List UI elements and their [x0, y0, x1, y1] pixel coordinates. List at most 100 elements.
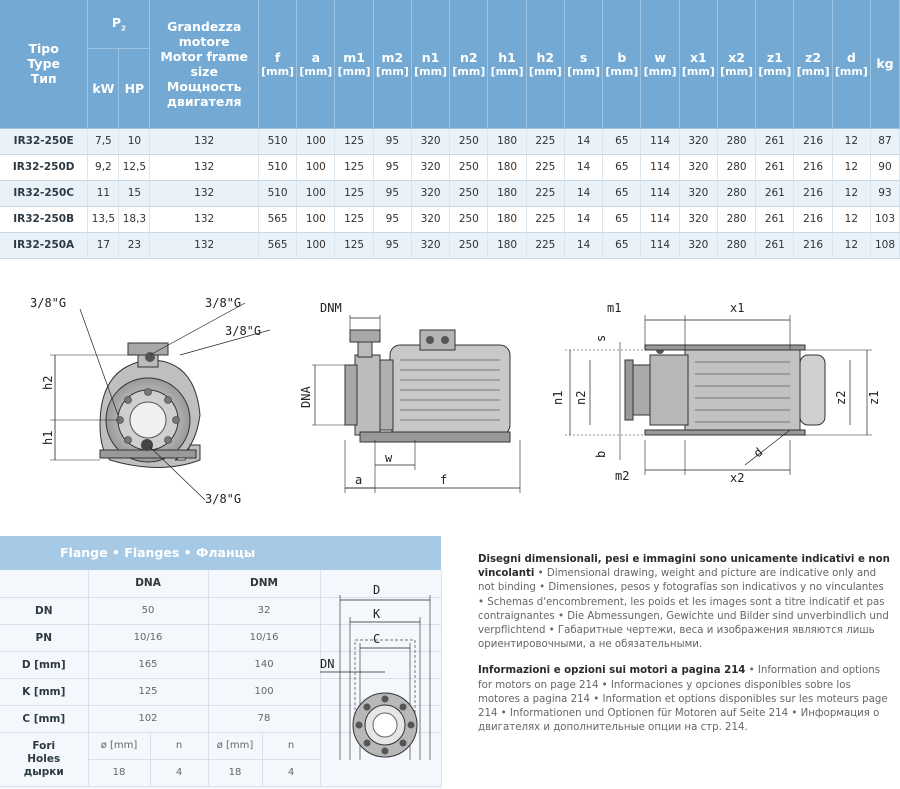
- front-f-label: f: [440, 473, 447, 487]
- cell-z1: 261: [755, 180, 795, 207]
- flange-dna-value: 50: [88, 597, 209, 625]
- dim-a: a: [311, 49, 321, 65]
- cell-w: 114: [640, 232, 680, 259]
- cell-n1: 320: [411, 128, 451, 155]
- cell-f: 565: [258, 206, 298, 233]
- col-header-z1: z1[mm]: [755, 0, 795, 129]
- unit-label: [mm]: [299, 64, 333, 78]
- cell-frame: 132: [149, 154, 259, 181]
- top-d-label: d: [751, 445, 766, 460]
- dim-m1: m1: [343, 49, 365, 65]
- flange-dna-value: 165: [88, 651, 209, 679]
- cell-x1: 320: [679, 232, 718, 259]
- holes-label-it: Fori: [32, 739, 56, 752]
- unit-label: [mm]: [681, 64, 715, 78]
- dim-f: f: [274, 49, 281, 65]
- holes-label-en: Holes: [27, 752, 61, 765]
- cell-kw: 13,5: [87, 206, 120, 233]
- cell-x2: 280: [717, 128, 757, 155]
- cell-f: 510: [258, 128, 298, 155]
- cell-a: 100: [296, 180, 336, 207]
- cell-s: 14: [564, 206, 604, 233]
- cell-h1: 180: [487, 180, 527, 207]
- frame-label-5: Мощность: [166, 78, 242, 94]
- cell-m2: 95: [373, 180, 412, 207]
- cell-frame: 132: [149, 232, 259, 259]
- motor-info-bold: Informazioni e opzioni sui motori a pagi…: [478, 665, 746, 677]
- col-header-m2: m2[mm]: [373, 0, 412, 129]
- cell-h2: 225: [526, 154, 565, 181]
- top-z2-label: z2: [834, 391, 848, 405]
- flange-k-label: K: [373, 607, 381, 621]
- cell-z2: 216: [793, 128, 833, 155]
- cell-z1: 261: [755, 232, 795, 259]
- cell-kw: 7,5: [87, 128, 120, 155]
- cell-hp: 12,5: [118, 154, 151, 181]
- cell-hp: 10: [118, 128, 151, 155]
- cell-b: 65: [602, 232, 642, 259]
- col-header-b: b[mm]: [602, 0, 642, 129]
- dim-n1: n1: [421, 49, 440, 65]
- cell-w: 114: [640, 128, 680, 155]
- flange-row-label: DN: [0, 597, 89, 625]
- cell-x1: 320: [679, 206, 718, 233]
- cell-n1: 320: [411, 232, 451, 259]
- flange-dna-value: 10/16: [88, 624, 209, 652]
- cell-kw: 11: [87, 180, 120, 207]
- holes-dna-dia: 18: [88, 759, 151, 787]
- cell-s: 14: [564, 154, 604, 181]
- flange-dnm-value: 32: [208, 597, 321, 625]
- disclaimer-text: • Dimensional drawing, weight and pictur…: [478, 568, 889, 651]
- col-header-x1: x1[mm]: [679, 0, 718, 129]
- dim-m2: m2: [381, 49, 404, 65]
- flange-dnm-value: 10/16: [208, 624, 321, 652]
- cell-b: 65: [602, 180, 642, 207]
- flange-d-label: D: [373, 583, 380, 597]
- cell-d: 12: [832, 206, 871, 233]
- cell-z2: 216: [793, 232, 833, 259]
- unit-label: [mm]: [643, 64, 677, 78]
- side-g-bottom: 3/8"G: [205, 492, 241, 506]
- type-label-en: Type: [27, 56, 60, 72]
- side-h1-label: h1: [41, 431, 55, 445]
- dim-z1: z1: [766, 49, 783, 65]
- cell-h1: 180: [487, 154, 527, 181]
- dim-x2: x2: [728, 49, 745, 65]
- model-cell: IR32-250B: [0, 206, 89, 233]
- cell-hp: 15: [118, 180, 151, 207]
- p2-label: P: [111, 14, 122, 30]
- unit-label: [mm]: [337, 64, 371, 78]
- cell-n1: 320: [411, 180, 451, 207]
- cell-f: 565: [258, 232, 298, 259]
- cell-kg: 87: [870, 128, 900, 155]
- dim-h2: h2: [536, 49, 555, 65]
- holes-dna-dia-header: ø [mm]: [88, 732, 151, 760]
- flange-c-label: C: [373, 632, 380, 646]
- holes-dna-n-header: n: [150, 732, 209, 760]
- cell-d: 12: [832, 128, 871, 155]
- motor-info-text: • Information and options for motors on …: [478, 665, 888, 734]
- cell-w: 114: [640, 206, 680, 233]
- dim-b: b: [617, 49, 627, 65]
- flange-col-dnm: DNM: [208, 570, 321, 598]
- cell-z1: 261: [755, 128, 795, 155]
- top-n2-label: n2: [574, 391, 588, 405]
- cell-w: 114: [640, 154, 680, 181]
- cell-h1: 180: [487, 232, 527, 259]
- side-g-top-left: 3/8"G: [30, 296, 66, 310]
- holes-dnm-dia: 18: [208, 759, 263, 787]
- cell-b: 65: [602, 206, 642, 233]
- cell-h2: 225: [526, 232, 565, 259]
- cell-hp: 18,3: [118, 206, 151, 233]
- cell-h2: 225: [526, 180, 565, 207]
- model-cell: IR32-250E: [0, 128, 89, 155]
- col-header-x2: x2[mm]: [717, 0, 757, 129]
- notes-section: Disegni dimensionali, pesi e immagini so…: [478, 553, 893, 747]
- header-row-1: Tipo Type Тип P2 Grandezza motore Motor …: [0, 0, 900, 129]
- model-cell: IR32-250D: [0, 154, 89, 181]
